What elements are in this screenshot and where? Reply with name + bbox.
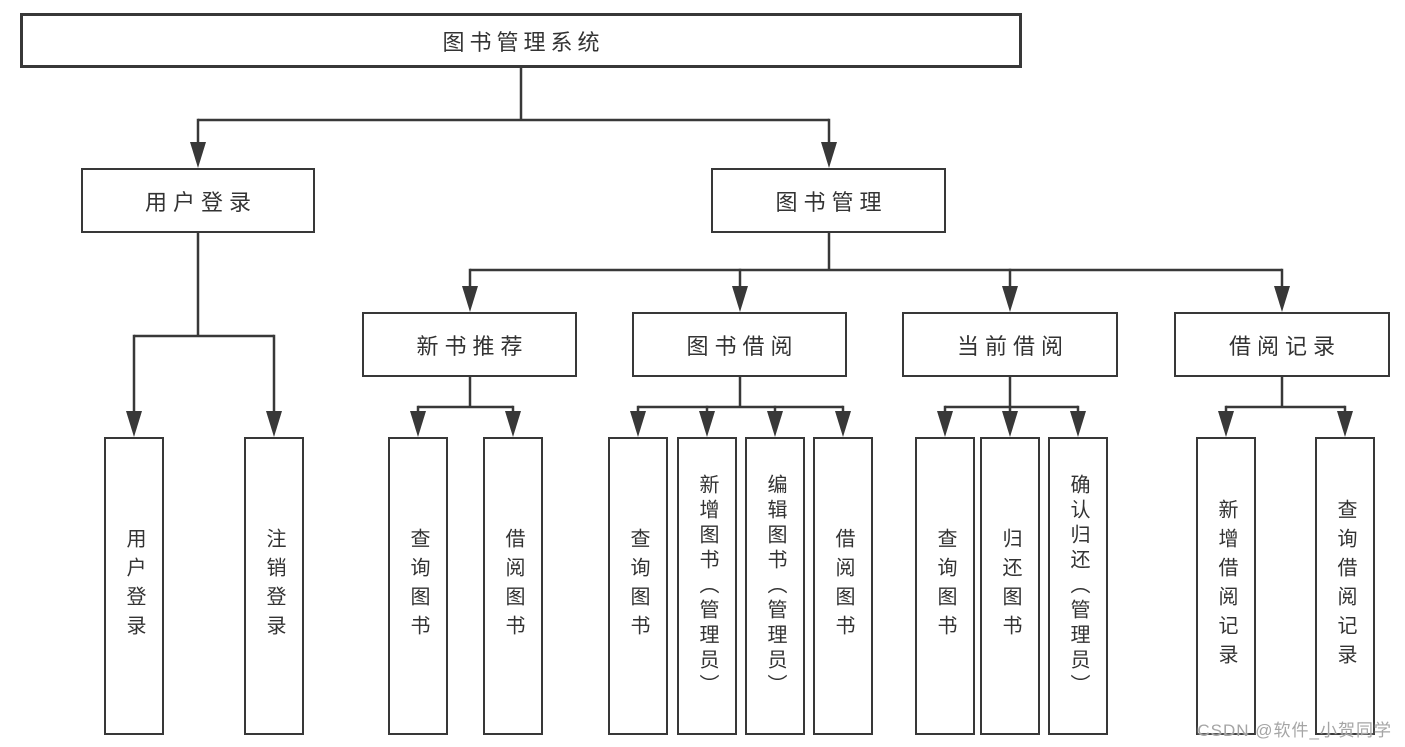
node-book-borrowing: 图书借阅 xyxy=(632,312,847,377)
node-label: 查询图书 xyxy=(627,528,649,644)
leaf-query-books-current: 查询图书 xyxy=(915,437,975,735)
node-new-book-recommendation: 新书推荐 xyxy=(362,312,577,377)
node-label: 用户登录 xyxy=(144,189,257,215)
node-label: 用户登录 xyxy=(123,528,145,644)
node-label: 借阅记录 xyxy=(1228,333,1341,359)
node-label: 图书管理系统 xyxy=(442,29,605,55)
leaf-borrow-books: 借阅图书 xyxy=(813,437,873,735)
leaf-add-borrow-record: 新增借阅记录 xyxy=(1196,437,1256,735)
node-label: 确认归还（管理员） xyxy=(1067,473,1089,699)
node-label: 查询图书 xyxy=(407,528,429,644)
node-label: 新增图书（管理员） xyxy=(696,473,718,699)
node-label: 归还图书 xyxy=(999,528,1021,644)
leaf-user-login: 用户登录 xyxy=(104,437,164,735)
node-label: 当前借阅 xyxy=(956,333,1069,359)
leaf-edit-books-admin: 编辑图书（管理员） xyxy=(745,437,805,735)
leaf-query-borrow-record: 查询借阅记录 xyxy=(1315,437,1375,735)
node-label: 借阅图书 xyxy=(832,528,854,644)
node-label: 查询借阅记录 xyxy=(1334,499,1356,673)
node-label: 注销登录 xyxy=(263,528,285,644)
node-label: 编辑图书（管理员） xyxy=(764,473,786,699)
leaf-add-books-admin: 新增图书（管理员） xyxy=(677,437,737,735)
leaf-query-books-recommend: 查询图书 xyxy=(388,437,448,735)
leaf-return-books: 归还图书 xyxy=(980,437,1040,735)
node-library-management-system: 图书管理系统 xyxy=(20,13,1022,68)
leaf-logout: 注销登录 xyxy=(244,437,304,735)
node-label: 新增借阅记录 xyxy=(1215,499,1237,673)
node-book-management: 图书管理 xyxy=(711,168,946,233)
node-label: 图书管理 xyxy=(775,189,888,215)
node-label: 新书推荐 xyxy=(416,333,529,359)
node-label: 图书借阅 xyxy=(686,333,799,359)
node-user-login: 用户登录 xyxy=(81,168,315,233)
leaf-confirm-return-admin: 确认归还（管理员） xyxy=(1048,437,1108,735)
leaf-query-books-borrow: 查询图书 xyxy=(608,437,668,735)
node-current-borrowing: 当前借阅 xyxy=(902,312,1118,377)
node-borrowing-records: 借阅记录 xyxy=(1174,312,1390,377)
csdn-watermark: CSDN @软件_小贺同学 xyxy=(1197,721,1392,740)
node-label: 查询图书 xyxy=(934,528,956,644)
leaf-borrow-books-recommend: 借阅图书 xyxy=(483,437,543,735)
node-label: 借阅图书 xyxy=(502,528,524,644)
